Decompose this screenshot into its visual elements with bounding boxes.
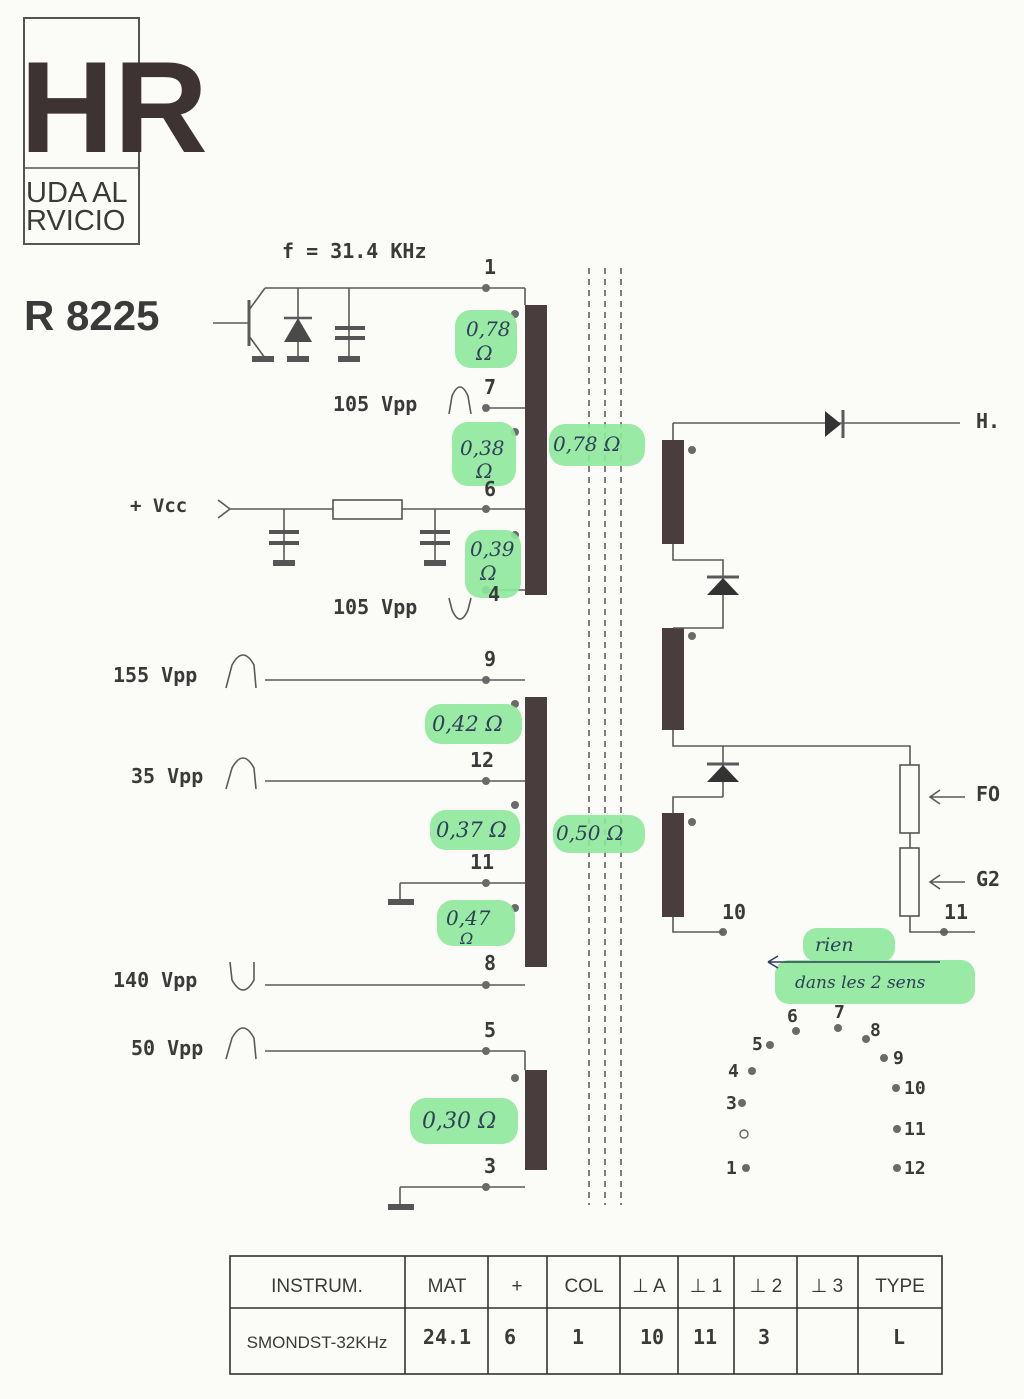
resistance-total-2: 0,50 Ω — [556, 821, 623, 845]
logo-line2: RVICIO — [26, 205, 125, 237]
note-dans-les-2-sens: dans les 2 sens — [795, 973, 926, 993]
table-header-ground-2: ⊥ 2 — [750, 1276, 782, 1297]
signal-vcc: + Vcc — [130, 495, 187, 517]
conn-pin-6: 6 — [787, 1006, 798, 1027]
conn-pin-10: 10 — [904, 1078, 926, 1099]
vcc-supply — [217, 499, 525, 566]
logo-line1: UDA AL — [26, 177, 128, 209]
conn-pin-5: 5 — [752, 1034, 763, 1055]
pin-8: 8 — [484, 951, 496, 975]
note-rien: rien — [815, 934, 854, 956]
table-header-ground-a: ⊥ A — [632, 1276, 666, 1297]
output-h: H. — [976, 409, 1000, 433]
table-header-plus: + — [511, 1276, 522, 1297]
signal-155vpp: 155 Vpp — [113, 663, 197, 687]
output-g2: G2 — [976, 867, 1000, 891]
resistance-2-unit: Ω — [475, 459, 493, 483]
highlights — [410, 310, 975, 1144]
table-cell-ground-1: 11 — [693, 1325, 717, 1349]
resistance-6-unit: Ω — [459, 929, 473, 948]
resistance-4: 0,42 Ω — [432, 712, 503, 736]
conn-pin-4: 4 — [728, 1061, 739, 1082]
conn-pin-3: 3 — [726, 1093, 737, 1114]
signal-140vpp: 140 Vpp — [113, 968, 197, 992]
conn-pin-1: 1 — [726, 1158, 737, 1179]
signal-35vpp: 35 Vpp — [131, 764, 203, 788]
conn-pin-8: 8 — [870, 1020, 881, 1041]
table-header-ground-1: ⊥ 1 — [690, 1276, 722, 1297]
table-cell-instrum: SMONDST-32KHz — [247, 1333, 388, 1352]
primary-coil — [525, 305, 547, 595]
pin-labels: 1 7 6 4 9 12 11 8 5 3 10 11 — [470, 255, 968, 1178]
pin-11: 11 — [470, 850, 494, 874]
pin-1: 1 — [484, 255, 496, 279]
table-cell-plus: 6 — [504, 1325, 516, 1349]
signal-105vpp-a: 105 Vpp — [333, 392, 417, 416]
resistance-1-unit: Ω — [475, 341, 493, 365]
pin-3: 3 — [484, 1154, 496, 1178]
table-cell-type: L — [893, 1325, 905, 1349]
resistance-5: 0,37 Ω — [436, 818, 507, 842]
conn-pin-7: 7 — [834, 1002, 845, 1023]
hv-coil-2 — [662, 628, 684, 730]
pin-9: 9 — [484, 647, 496, 671]
signal-50vpp: 50 Vpp — [131, 1036, 203, 1060]
resistance-7: 0,30 Ω — [422, 1109, 496, 1134]
table-cell-ground-2: 3 — [758, 1325, 770, 1349]
transistor-stage — [213, 287, 485, 362]
resistance-3-unit: Ω — [479, 561, 497, 585]
frequency-label: f = 31.4 KHz — [282, 239, 427, 263]
resistance-3: 0,39 — [470, 537, 515, 561]
conn-pin-12: 12 — [904, 1158, 926, 1179]
table-header-mat: MAT — [428, 1276, 467, 1297]
resistance-2: 0,38 — [460, 436, 505, 460]
spec-table: INSTRUM. MAT + COL ⊥ A ⊥ 1 ⊥ 2 ⊥ 3 TYPE … — [229, 1255, 943, 1375]
connector-pinout: 6 7 5 8 4 9 3 10 11 1 12 — [726, 1002, 926, 1179]
logo: HR UDA AL RVICIO — [20, 17, 208, 245]
resistance-1: 0,78 — [466, 317, 511, 341]
hv-coil-3 — [662, 813, 684, 917]
logo-mark: HR — [20, 34, 208, 180]
model-number: R 8225 — [24, 292, 159, 339]
table-header-ground-3: ⊥ 3 — [811, 1276, 843, 1297]
output-fo: FO — [976, 782, 1000, 806]
signal-labels: 105 Vpp + Vcc 105 Vpp 155 Vpp 35 Vpp 140… — [113, 392, 1000, 1060]
resistance-6: 0,47 — [446, 906, 491, 930]
conn-pin-9: 9 — [893, 1048, 904, 1069]
hv-coil-1 — [662, 440, 684, 544]
table-cell-mat: 24.1 — [423, 1325, 471, 1349]
table-cell-ground-a: 10 — [640, 1325, 664, 1349]
pin-7: 7 — [484, 375, 496, 399]
resistance-total-1: 0,78 Ω — [553, 432, 620, 456]
pin-12: 12 — [470, 748, 494, 772]
secondary-coil — [525, 697, 547, 967]
tap-dots — [482, 284, 948, 1191]
auxiliary-coil — [525, 1070, 547, 1170]
hv-section — [672, 410, 975, 933]
pin-5: 5 — [484, 1018, 496, 1042]
pin-11-secondary: 11 — [944, 900, 968, 924]
signal-105vpp-b: 105 Vpp — [333, 595, 417, 619]
handwritten-notes: 0,78 Ω 0,38 Ω 0,78 Ω 0,39 Ω 0,42 Ω 0,37 … — [422, 317, 940, 1134]
pin-6: 6 — [484, 477, 496, 501]
table-cell-col: 1 — [572, 1325, 584, 1349]
table-header-type: TYPE — [875, 1276, 925, 1297]
pin-4: 4 — [488, 582, 500, 606]
pin-10-secondary: 10 — [722, 900, 746, 924]
table-header-col: COL — [564, 1276, 603, 1297]
conn-pin-11: 11 — [904, 1119, 926, 1140]
pulse-icons — [225, 386, 472, 1060]
table-header-instrum: INSTRUM. — [271, 1276, 363, 1297]
